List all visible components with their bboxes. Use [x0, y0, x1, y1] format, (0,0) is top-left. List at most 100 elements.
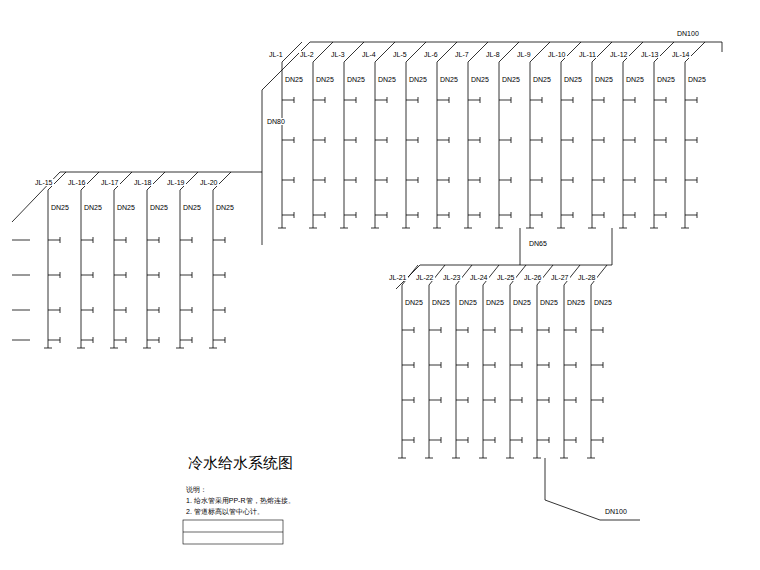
pipe-line	[526, 228, 534, 229]
pipe-line	[650, 228, 658, 229]
pipe-line	[522, 397, 523, 403]
pipe-line	[60, 272, 61, 278]
pipe-line	[48, 240, 60, 241]
pipe-label: DN25	[594, 76, 614, 83]
pipe-label: JL-4	[361, 51, 377, 58]
pipe-line	[437, 140, 449, 141]
pipe-line	[499, 100, 511, 101]
pipe-line	[697, 137, 698, 143]
pipe-line	[414, 362, 415, 368]
pipe-line	[441, 327, 442, 333]
pipe-label: JL-12	[609, 51, 629, 58]
pipe-line	[375, 140, 387, 141]
pipe-line	[537, 400, 549, 401]
pipe-line	[623, 180, 635, 181]
pipe-label: 2. 管道标高以管中心计。	[185, 508, 265, 515]
pipe-line	[402, 285, 403, 458]
pipe-label: DN25	[593, 299, 613, 306]
pipe-line	[398, 458, 406, 459]
pipe-line	[499, 62, 500, 228]
pipe-line	[93, 272, 94, 278]
pipe-line	[483, 440, 495, 441]
pipe-line	[483, 285, 484, 458]
pipe-line	[402, 330, 414, 331]
pipe-line	[549, 362, 550, 368]
pipe-label: DN25	[458, 299, 478, 306]
pipe-line	[468, 215, 480, 216]
pipe-line	[545, 458, 546, 500]
pipe-label: DN25	[83, 204, 103, 211]
pipe-label: JL-1	[268, 51, 284, 58]
pipe-line	[420, 265, 612, 266]
pipe-line	[310, 42, 722, 43]
pipe-label: DN25	[485, 299, 505, 306]
pipe-label: DN25	[512, 299, 532, 306]
pipe-line	[603, 327, 604, 333]
pipe-line	[537, 285, 538, 458]
pipe-line	[495, 437, 496, 443]
pipe-line	[564, 330, 576, 331]
pipe-line	[406, 62, 407, 228]
pipe-line	[464, 228, 472, 229]
pipe-line	[449, 137, 450, 143]
pipe-line	[406, 140, 418, 141]
pipe-line	[722, 42, 723, 52]
pipe-label: JL-27	[550, 274, 570, 281]
pipe-line	[604, 137, 605, 143]
pipe-label: DN25	[439, 76, 459, 83]
diagram-title: 冷水给水系统图	[188, 455, 293, 472]
pipe-line	[402, 440, 414, 441]
pipe-line	[429, 330, 441, 331]
pipe-line	[666, 137, 667, 143]
pipe-line	[192, 307, 193, 313]
pipe-line	[344, 140, 356, 141]
pipe-line	[564, 440, 576, 441]
pipe-line	[406, 100, 418, 101]
pipe-line	[294, 137, 295, 143]
pipe-line	[441, 437, 442, 443]
pipe-line	[483, 330, 495, 331]
pipe-line	[685, 215, 697, 216]
pipe-line	[375, 180, 387, 181]
pipe-label: DN100	[676, 30, 700, 37]
pipe-line	[402, 365, 414, 366]
pipe-line	[225, 237, 226, 243]
pipe-line	[48, 340, 60, 341]
pipe-label: JL-5	[392, 51, 408, 58]
pipe-line	[697, 177, 698, 183]
pipe-line	[213, 340, 225, 341]
pipe-label: JL-6	[423, 51, 439, 58]
pipe-line	[480, 212, 481, 218]
pipe-line	[530, 62, 531, 228]
pipe-line	[126, 237, 127, 243]
pipe-line	[282, 215, 294, 216]
pipe-label: JL-22	[415, 274, 435, 281]
pipe-line	[387, 177, 388, 183]
pipe-line	[325, 212, 326, 218]
pipe-label: DN25	[431, 299, 451, 306]
pipe-line	[414, 397, 415, 403]
pipe-label: JL-13	[640, 51, 660, 58]
table-frame	[183, 520, 283, 544]
pipe-line	[588, 228, 596, 229]
pipe-line	[180, 310, 192, 311]
pipe-label: DN80	[266, 118, 286, 125]
pipe-line	[576, 362, 577, 368]
pipe-label: DN25	[346, 76, 366, 83]
pipe-line	[561, 100, 573, 101]
pipe-line	[666, 97, 667, 103]
pipe-line	[480, 177, 481, 183]
pipe-line	[456, 285, 457, 458]
pipe-line	[685, 62, 686, 228]
pipe-line	[418, 137, 419, 143]
pipe-line	[437, 215, 449, 216]
pipe-line	[506, 458, 514, 459]
pipe-line	[635, 97, 636, 103]
pipe-line	[180, 240, 192, 241]
pipe-line	[282, 180, 294, 181]
pipe-line	[176, 348, 184, 349]
pipe-line	[591, 400, 603, 401]
pipe-line	[510, 440, 522, 441]
pipe-line	[418, 212, 419, 218]
pipe-line	[533, 458, 541, 459]
